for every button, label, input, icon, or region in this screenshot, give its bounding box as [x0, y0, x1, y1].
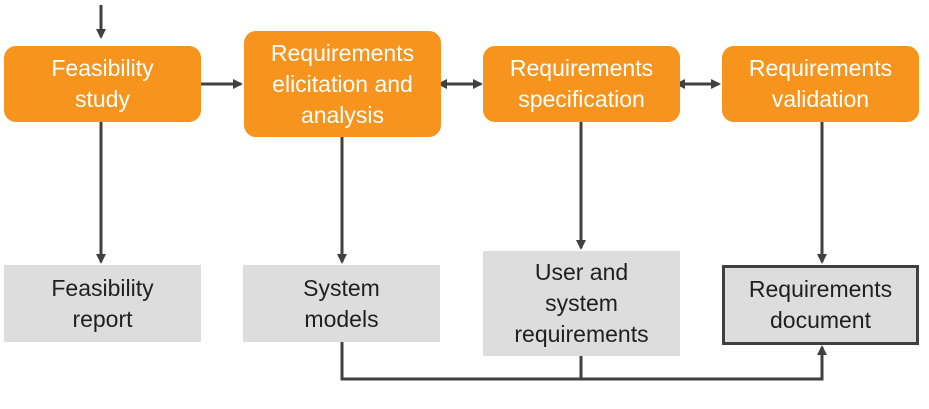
requirements-document-box: Requirements document — [722, 265, 919, 345]
feasibility-report-box: Feasibility report — [4, 265, 201, 342]
elicitation-analysis-box: Requirements elicitation and analysis — [244, 31, 441, 137]
user-system-requirements-box: User and system requirements — [483, 251, 680, 356]
validation-box: Requirements validation — [722, 46, 919, 122]
feasibility-study-box: Feasibility study — [4, 46, 201, 122]
system-models-box: System models — [243, 265, 440, 342]
specification-box: Requirements specification — [483, 46, 680, 122]
